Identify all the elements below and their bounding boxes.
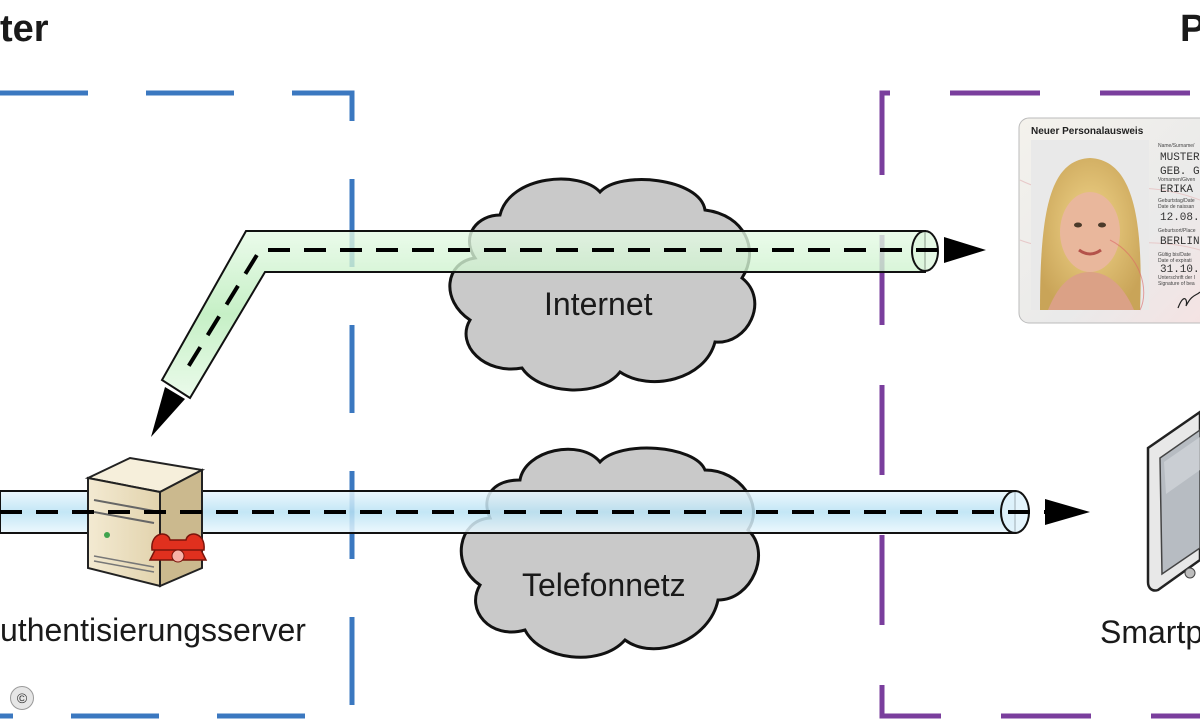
id-dob-caption: Geburtstag/Date [1158,198,1195,204]
telefonnetz-label: Telefonnetz [522,567,686,603]
id-signature [1177,291,1200,309]
id-card-image: Neuer Personalausweis Name/Surname/ MUST… [1018,117,1200,324]
id-surname-caption: Name/Surname/ [1158,143,1195,149]
internet-arrowhead-left [151,387,185,437]
authentication-server-icon [84,456,206,588]
internet-cloud [448,177,757,392]
internet-route-line [151,237,986,437]
telephone-icon [148,533,208,563]
internet-arrowhead-right [944,237,986,263]
id-surname: MUSTER [1160,152,1200,164]
right-zone-border [879,90,1200,719]
smartphone-label: Smartp [1100,614,1200,650]
id-expiry-caption: Gültig bis/Date [1158,252,1191,258]
id-expiry-caption-2: Date of expirati [1158,258,1192,264]
id-given-caption: Vornamen/Given [1158,177,1195,183]
id-pob: BERLIN [1160,236,1200,248]
id-photo [1031,140,1149,311]
right-zone-title: P [1180,8,1200,50]
id-card-heading: Neuer Personalausweis [1031,126,1144,137]
copyright-badge: © [10,686,34,710]
id-pob-caption: Geburtsort/Place [1158,228,1196,234]
id-dob-caption-2: Date de naissan [1158,204,1194,210]
id-birth-name: GEB. G [1160,166,1200,178]
smartphone-icon [1146,410,1200,592]
left-zone-title: ter [0,8,49,50]
internet-label: Internet [544,286,653,322]
server-label: uthentisierungsserver [0,612,306,648]
telefon-arrowhead [1045,499,1090,525]
id-dob: 12.08. [1160,212,1200,224]
id-expiry: 31.10. [1160,264,1200,276]
id-given-name: ERIKA [1160,184,1193,196]
id-signature-caption: Unterschrift der I [1158,275,1195,281]
left-zone-border [0,90,355,719]
telefonnetz-cloud [459,446,760,659]
id-signature-caption-2: Signature of bea [1158,281,1195,287]
telefon-route-line [0,499,1090,525]
